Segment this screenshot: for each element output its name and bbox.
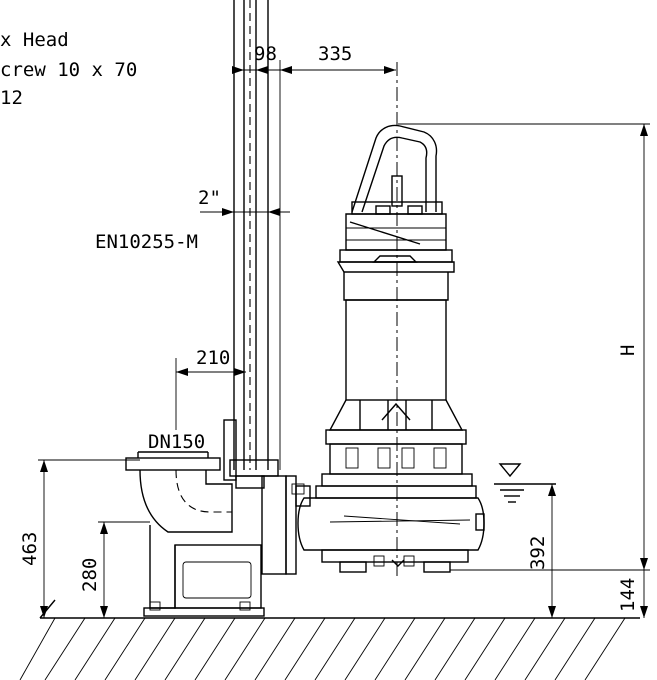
floor [19,599,640,680]
water-level-symbol [494,463,556,503]
duckfoot-bend [125,419,305,617]
dim-base-clearance: 144 [617,578,639,612]
dim-pump-height: H [617,345,639,356]
note-line-2: crew 10 x 70 [0,59,137,81]
dim-outlet-center-height: 280 [79,558,101,592]
dim-overall-outlet-height: 463 [19,532,41,566]
note-line-1: x Head [0,29,69,51]
pump [295,62,485,580]
flange-label: DN150 [148,431,205,453]
dim-bend-offset: 210 [196,347,230,369]
dim-to-axis: 335 [318,43,352,65]
pipe-standard-label: EN10255-M [95,231,198,253]
dim-water-level: 392 [527,536,549,570]
dim-guide-offset: 98 [254,43,277,65]
note-line-3: 12 [0,87,23,109]
dimension-lines [38,60,650,618]
guide-pipes [233,0,269,470]
pipe-size-label: 2" [198,187,221,209]
